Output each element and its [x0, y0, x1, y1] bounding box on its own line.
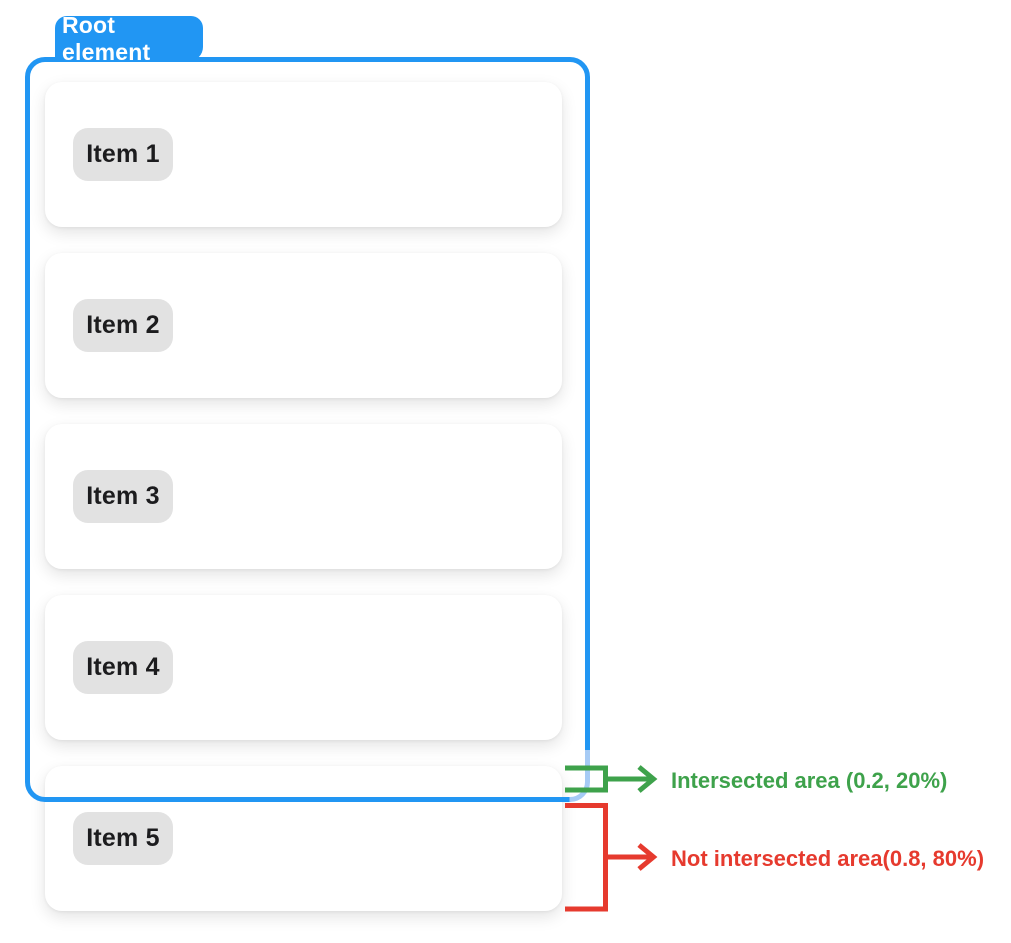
item-label-pill: Item 2: [73, 299, 173, 352]
root-element-label: Root element: [62, 11, 151, 65]
item-card-1: Item 1: [45, 82, 562, 227]
item-card-4: Item 4: [45, 595, 562, 740]
item-label: Item 1: [86, 140, 160, 168]
item-label: Item 2: [86, 311, 160, 339]
item-card-2: Item 2: [45, 253, 562, 398]
item-label: Item 5: [86, 824, 160, 852]
not-intersected-arrow: [605, 843, 658, 871]
item-label-pill: Item 3: [73, 470, 173, 523]
intersected-arrow: [605, 765, 658, 793]
not-intersected-label: Not intersected area(0.8, 80%): [671, 846, 985, 871]
item-label: Item 3: [86, 482, 160, 510]
intersected-bracket: [565, 765, 608, 793]
item-label-pill: Item 5: [73, 812, 173, 865]
item-card-3: Item 3: [45, 424, 562, 569]
root-element-tab: Root element: [55, 12, 203, 65]
item-label-pill: Item 1: [73, 128, 173, 181]
item-card-5: Item 5: [45, 766, 562, 911]
root-element-border-corner: [569, 750, 590, 802]
item-label-pill: Item 4: [73, 641, 173, 694]
item-label: Item 4: [86, 653, 160, 681]
intersected-label: Intersected area (0.2, 20%): [671, 768, 948, 793]
not-intersected-bracket: [565, 803, 608, 912]
